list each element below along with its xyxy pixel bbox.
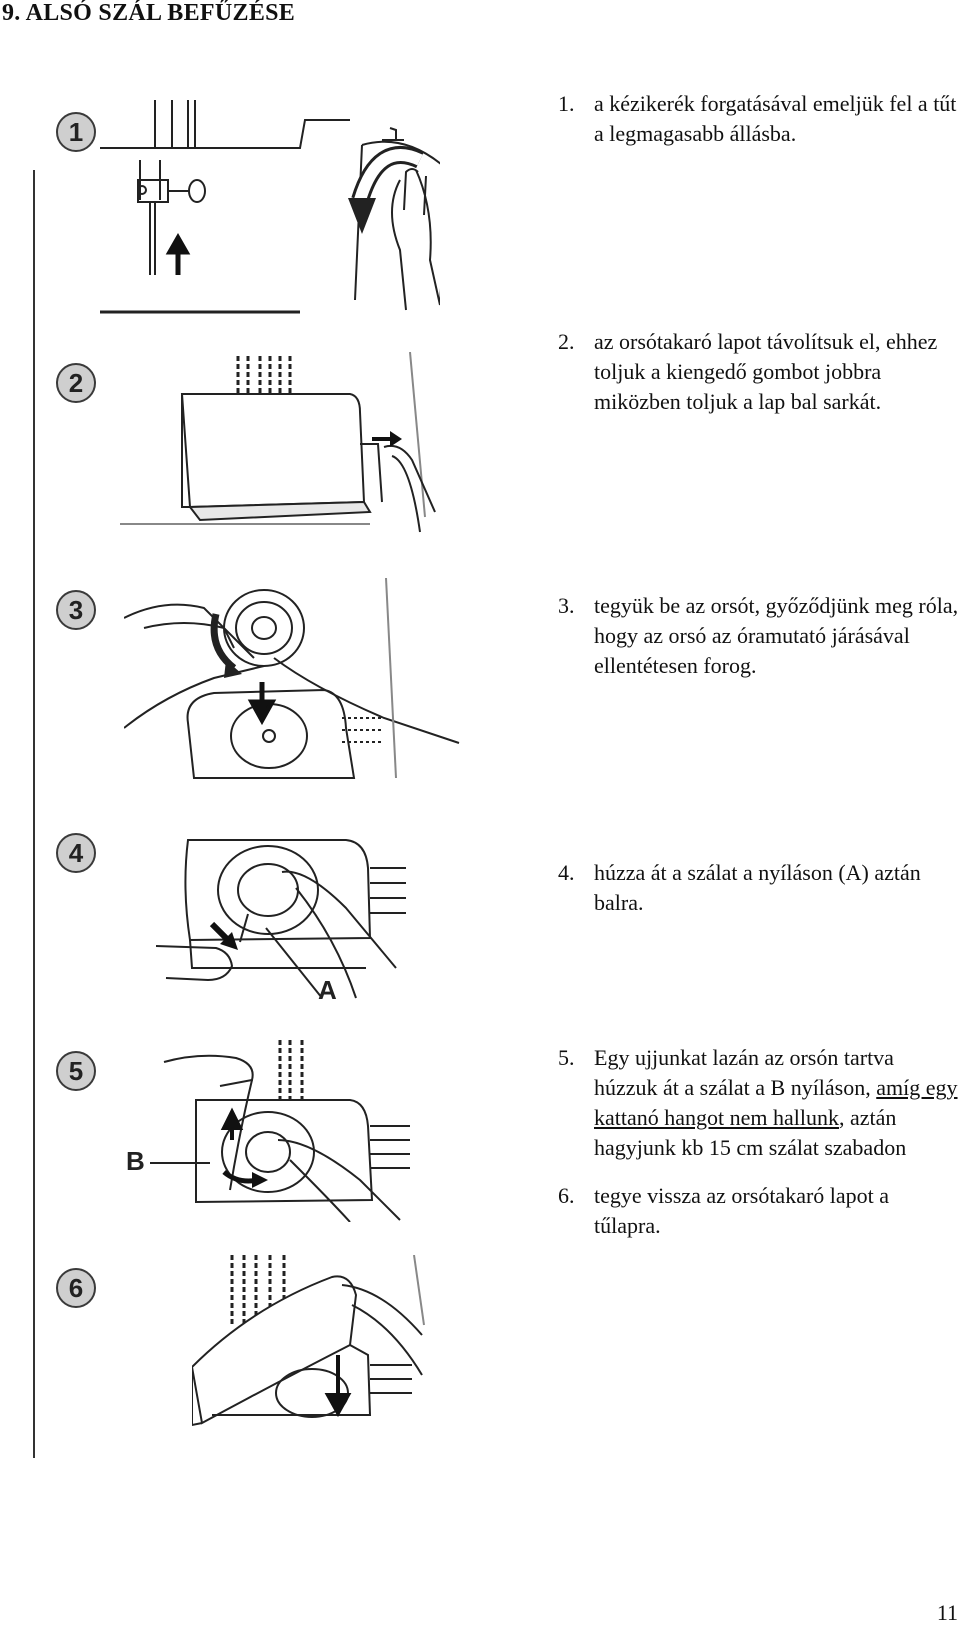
callout-b-label: B	[126, 1146, 145, 1176]
left-margin-rule	[33, 170, 35, 1458]
step-2-illustration	[120, 352, 436, 533]
step-4-badge: 4	[56, 833, 96, 873]
step-6-illustration	[192, 1255, 425, 1427]
step-3-illustration	[124, 578, 460, 779]
step-5-body-part-2: , aztán hagyjunk kb 15 cm szálat szabado…	[594, 1105, 907, 1160]
step-3-text: 3. tegyük be az orsót, győződjünk meg ró…	[558, 591, 960, 681]
step-6-number: 6.	[558, 1183, 575, 1208]
step-4-body: húzza át a szálat a nyíláson (A) aztán b…	[594, 860, 921, 915]
page-number: 11	[936, 1600, 958, 1625]
step-2-number: 2.	[558, 329, 575, 354]
step-4-text: 4. húzza át a szálat a nyíláson (A) aztá…	[558, 858, 960, 918]
step-1-body: a kézikerék forgatásával emeljük fel a t…	[594, 91, 957, 146]
step-1-number: 1.	[558, 91, 575, 116]
step-3-body: tegyük be az orsót, győződjünk meg róla,…	[594, 593, 959, 678]
step-4-number: 4.	[558, 860, 575, 885]
step-2-badge: 2	[56, 363, 96, 403]
step-3-number: 3.	[558, 593, 575, 618]
callout-b-leader	[150, 1162, 210, 1164]
step-2-text: 2. az orsótakaró lapot távolítsuk el, eh…	[558, 327, 960, 417]
step-2-body: az orsótakaró lapot távolítsuk el, ehhez…	[594, 329, 938, 414]
step-5-number: 5.	[558, 1045, 575, 1070]
step-4-illustration	[156, 839, 406, 999]
step-3-badge: 3	[56, 590, 96, 630]
step-5-underlined: amíg egy kattanó hangot nem hallunk	[594, 1075, 958, 1130]
step-5-body-part-1: Egy ujjunkat lazán az orsón tartva húzzu…	[594, 1045, 894, 1100]
step-1-illustration	[100, 100, 440, 314]
callout-a-label: A	[318, 975, 337, 1005]
step-1-badge: 1	[56, 112, 96, 152]
step-5-text: 5. Egy ujjunkat lazán az orsón tartva hú…	[558, 1043, 960, 1163]
step-5-body: Egy ujjunkat lazán az orsón tartva húzzu…	[594, 1043, 960, 1163]
step-6-body: tegye vissza az orsótakaró lapot a tűlap…	[594, 1183, 890, 1238]
step-5-illustration	[163, 1040, 410, 1222]
step-6-badge: 6	[56, 1268, 96, 1308]
step-6-text: 6. tegye vissza az orsótakaró lapot a tű…	[558, 1181, 960, 1241]
step-5-badge: 5	[56, 1051, 96, 1091]
step-1-text: 1. a kézikerék forgatásával emeljük fel …	[558, 89, 960, 149]
page-title: 9. ALSÓ SZÁL BEFŰZÉSE	[2, 0, 296, 26]
